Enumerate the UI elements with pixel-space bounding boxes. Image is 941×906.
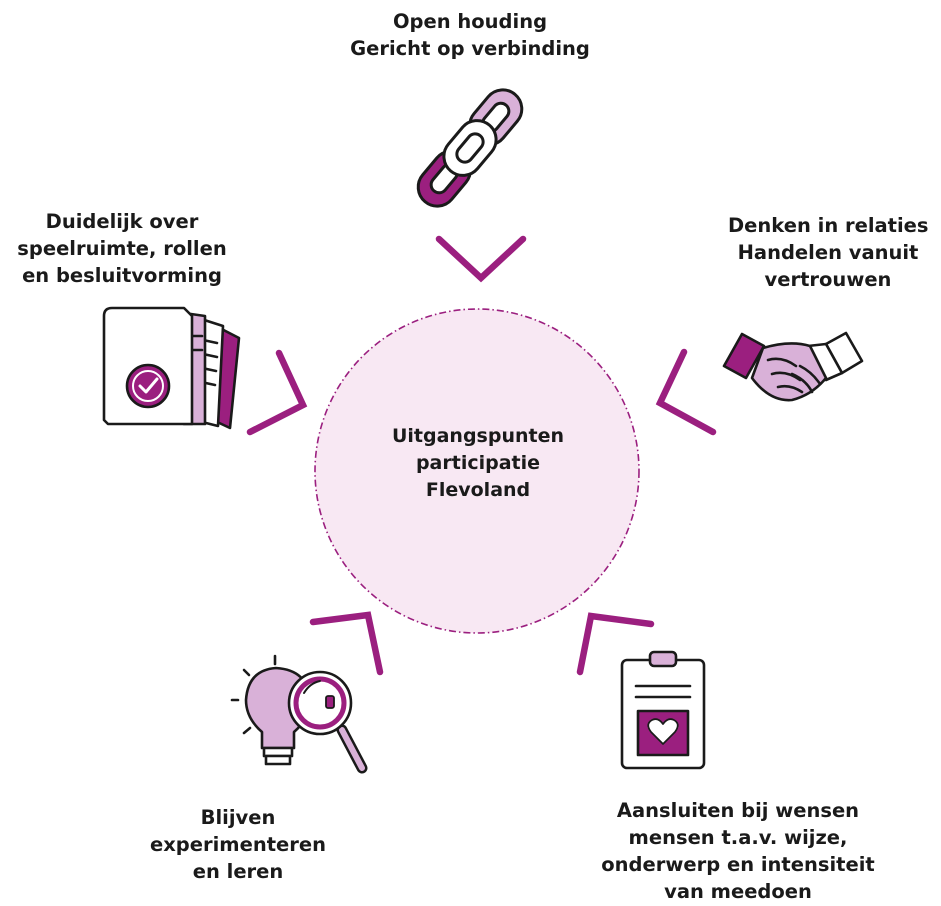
chevron-top <box>435 235 527 283</box>
document-check-icon <box>102 306 241 430</box>
label-line: vertrouwen <box>764 268 892 291</box>
label-denken-in-relaties: Denken in relaties Handelen vanuit vertr… <box>728 212 929 293</box>
clipboard-heart-icon <box>620 650 706 770</box>
chevron-left <box>246 349 308 436</box>
chain-link-icon <box>416 88 524 208</box>
label-line: Aansluiten bij wensen <box>616 799 860 822</box>
label-line: Handelen vanuit <box>737 241 919 264</box>
label-line: van meedoen <box>664 880 812 903</box>
label-line: Open houding <box>392 10 548 33</box>
chevron-right <box>655 348 717 436</box>
handshake-icon <box>722 331 864 402</box>
label-line: Denken in relaties <box>728 214 929 237</box>
chevron-bottom-left <box>309 611 384 676</box>
label-line: onderwerp en intensiteit <box>601 853 875 876</box>
center-circle <box>314 308 640 634</box>
chevron-bottom-right <box>576 612 655 676</box>
center-title-line-1: Uitgangspunten <box>391 425 565 447</box>
label-duidelijk-over: Duidelijk over speelruimte, rollen en be… <box>12 208 232 289</box>
label-line: en besluitvorming <box>22 264 222 287</box>
label-aansluiten-bij-wensen: Aansluiten bij wensen mensen t.a.v. wijz… <box>588 797 888 905</box>
label-line: Duidelijk over <box>45 210 199 233</box>
label-line: Gericht op verbinding <box>350 37 590 60</box>
center-title-line-2: participatie <box>415 452 541 474</box>
center-title-line-3: Flevoland <box>425 479 531 501</box>
label-open-houding: Open houding Gericht op verbinding <box>320 8 620 62</box>
label-line: mensen t.a.v. wijze, <box>628 826 848 849</box>
label-blijven-experimenteren: Blijven experimenteren en leren <box>138 804 338 885</box>
label-line: en leren <box>192 860 284 883</box>
label-line: Blijven <box>200 806 276 829</box>
label-line: experimenteren <box>150 833 326 856</box>
center-title: Uitgangspunten participatie Flevoland <box>363 423 593 504</box>
lightbulb-magnifier-icon <box>230 654 368 774</box>
label-line: speelruimte, rollen <box>17 237 227 260</box>
